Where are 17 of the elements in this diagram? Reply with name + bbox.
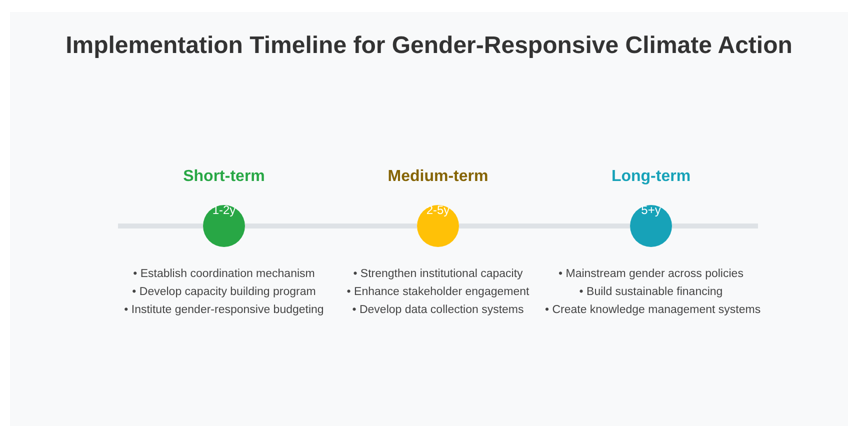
action-item: • Establish coordination mechanism	[132, 267, 316, 281]
action-item: • Enhance stakeholder engagement	[346, 285, 530, 299]
phase-heading: Medium-term	[386, 167, 490, 187]
title: Implementation Timeline for Gender-Responsive Climate Action	[64, 31, 794, 61]
duration-label: 2-5y	[426, 203, 450, 217]
phase-heading: Short-term	[182, 167, 266, 187]
action-item: • Strengthen institutional capacity	[352, 267, 524, 281]
timeline-connector	[459, 224, 630, 228]
action-item: • Develop capacity building program	[131, 285, 317, 299]
phase-heading: Long-term	[610, 167, 692, 187]
duration-label: 5+y	[641, 203, 661, 217]
timeline-connector	[245, 224, 417, 228]
action-item: • Build sustainable financing	[578, 285, 724, 299]
duration-label: 1-2y	[212, 203, 236, 217]
action-item: • Institute gender-responsive budgeting	[123, 303, 325, 317]
action-item: • Develop data collection systems	[351, 303, 525, 317]
action-item: • Mainstream gender across policies	[558, 267, 744, 281]
